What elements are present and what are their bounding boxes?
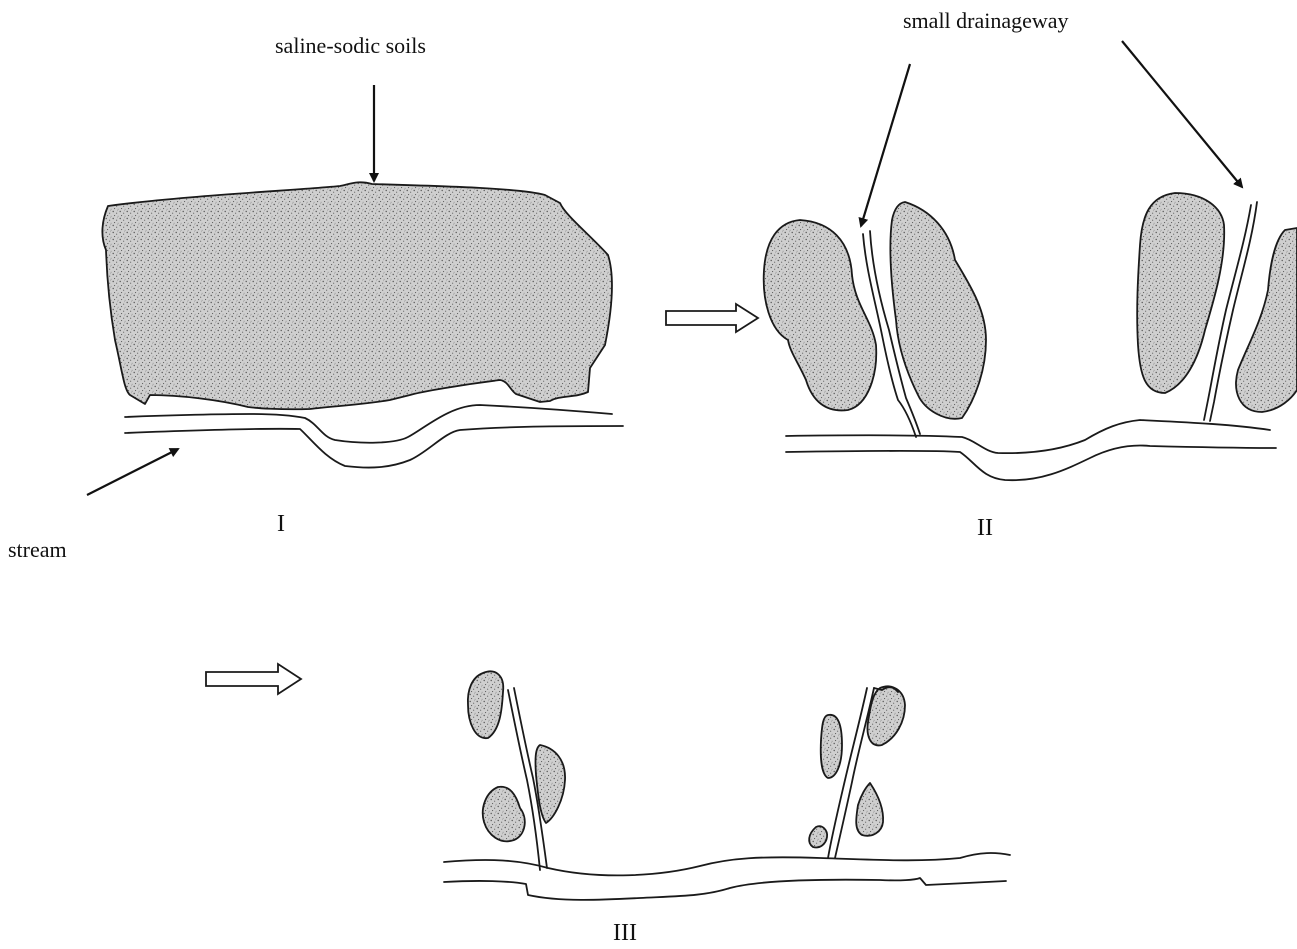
stage-1-panel: saline-sodic soils stream I — [8, 33, 623, 562]
stream-arrow — [87, 449, 178, 495]
soil-fragment — [468, 671, 503, 738]
stage-3-panel: III — [444, 671, 1010, 946]
stream-bank-lower — [125, 426, 623, 468]
drainageway-channel — [508, 690, 540, 870]
stream-label: stream — [8, 537, 67, 562]
stage-3-numeral: III — [613, 920, 637, 946]
small-drainageway-label: small drainageway — [903, 8, 1069, 33]
stream-bank-upper — [786, 420, 1270, 453]
saline-sodic-soils-label: saline-sodic soils — [275, 33, 426, 58]
stream-bank-upper — [444, 853, 1010, 875]
stage-2-numeral: II — [977, 515, 993, 541]
soil-remnant — [890, 202, 986, 419]
drainageway-arrow-right — [1122, 41, 1242, 187]
saline-sodic-soil-block — [102, 182, 612, 409]
soil-fragment — [821, 715, 842, 778]
stream-bank-upper — [125, 405, 612, 443]
stage-1-numeral: I — [277, 511, 285, 537]
soil-fragment — [856, 783, 883, 836]
soil-fragment — [483, 787, 525, 842]
stage-2-panel: small drainageway II — [764, 8, 1297, 541]
soil-remnant-edge — [1236, 228, 1297, 412]
stream-bank-lower — [444, 878, 1006, 900]
soil-fragment — [535, 745, 565, 823]
soil-fragment — [809, 826, 827, 847]
stream-bank-lower — [786, 446, 1276, 481]
transition-arrow-1-2 — [666, 304, 758, 332]
soil-remnant — [764, 220, 877, 410]
transition-arrow-2-3 — [206, 664, 301, 694]
soil-remnant — [1137, 193, 1224, 393]
